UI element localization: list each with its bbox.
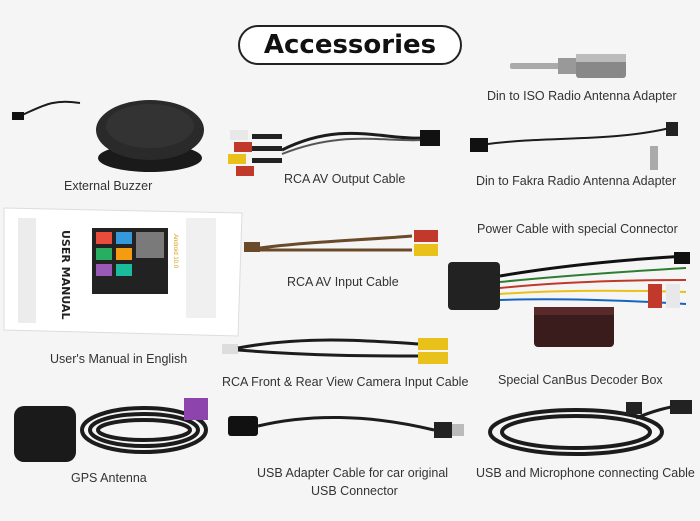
canbus-label: Special CanBus Decoder Box bbox=[498, 373, 663, 387]
canbus-box-image bbox=[534, 305, 616, 349]
din-iso-label: Din to ISO Radio Antenna Adapter bbox=[487, 89, 677, 103]
user-manual-image: USER MANUAL Android 10.0 bbox=[3, 207, 243, 337]
rca-output-cable-image bbox=[222, 120, 457, 182]
din-fakra-adapter-image bbox=[470, 120, 685, 170]
gps-antenna-image bbox=[14, 392, 222, 468]
rca-input-cable-image bbox=[244, 228, 444, 262]
usb-adapter-label-2: USB Connector bbox=[311, 484, 398, 498]
rca-input-label: RCA AV Input Cable bbox=[287, 275, 399, 289]
buzzer-label: External Buzzer bbox=[64, 179, 153, 193]
gps-antenna-label: GPS Antenna bbox=[71, 471, 147, 485]
buzzer-image bbox=[10, 88, 210, 178]
usb-adapter-cable-image bbox=[228, 408, 468, 442]
usb-mic-label: USB and Microphone connecting Cable bbox=[476, 466, 695, 480]
usb-mic-cable-image bbox=[486, 400, 696, 460]
manual-cover-text: USER MANUAL bbox=[59, 230, 72, 319]
usb-adapter-label-1: USB Adapter Cable for car original bbox=[257, 466, 449, 480]
page-title: Accessories bbox=[238, 25, 462, 65]
title-text: Accessories bbox=[263, 30, 437, 60]
din-fakra-label: Din to Fakra Radio Antenna Adapter bbox=[476, 174, 677, 188]
camera-input-cable-image bbox=[222, 326, 460, 370]
rca-output-label: RCA AV Output Cable bbox=[284, 172, 406, 186]
power-cable-label: Power Cable with special Connector bbox=[477, 222, 678, 236]
camera-input-label: RCA Front & Rear View Camera Input Cable bbox=[222, 375, 469, 389]
user-manual-label: User's Manual in English bbox=[50, 352, 188, 366]
power-cable-image bbox=[448, 246, 696, 316]
din-iso-adapter-image bbox=[510, 52, 630, 82]
manual-brand-text: Android 10.0 bbox=[172, 234, 178, 269]
